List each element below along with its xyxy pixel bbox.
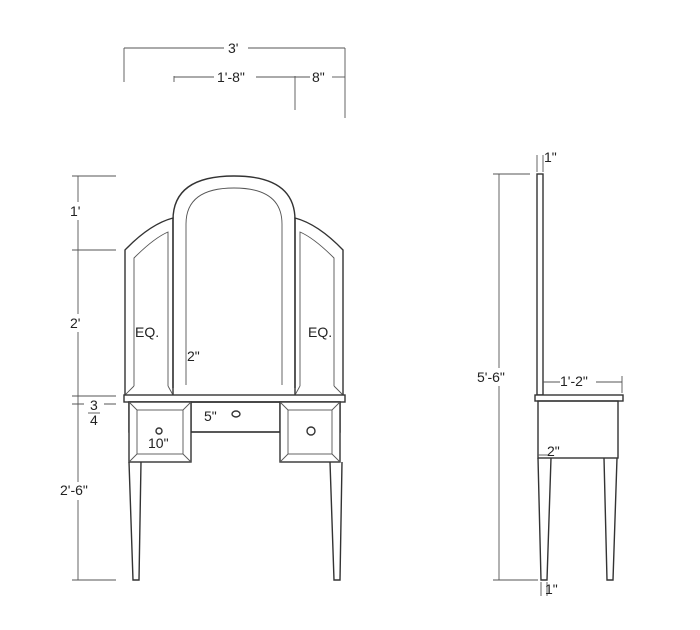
dim-top-width: 3' — [228, 40, 238, 56]
front-view — [123, 175, 346, 581]
right-leg — [329, 461, 343, 581]
side-dimensions: 5'-6" 1" 1'-2" 2" 1" — [476, 149, 623, 597]
dim-label-bg-1 — [66, 202, 90, 220]
label-eq-left: EQ. — [135, 324, 159, 340]
left-wing-bevel — [133, 231, 169, 386]
right-drawer — [279, 401, 341, 463]
right-wing-corner-1 — [333, 385, 344, 396]
dim-side-apron: 2" — [547, 443, 560, 459]
center-mirror-arch — [172, 175, 296, 388]
dim-label-bg-4 — [58, 482, 98, 500]
dim-table-height: 2'-6" — [60, 482, 88, 498]
dim-label-bg-2 — [66, 314, 90, 332]
center-drawer-knob — [231, 410, 241, 418]
side-leg-back — [603, 457, 618, 581]
side-table-top — [534, 394, 624, 402]
right-wing-bevel — [299, 231, 335, 386]
front-dimensions: 3' 1'-8" 8" 1' 2' 3 4 2'-6" EQ. EQ. 2" 5… — [58, 40, 346, 581]
dim-table-depth: 1'-2" — [560, 373, 588, 389]
left-drawer-inner — [136, 409, 184, 455]
left-drawer-bevel-4 — [182, 453, 192, 463]
dim-center-drawer-height: 5" — [204, 408, 217, 424]
table-top — [123, 394, 346, 403]
left-wing-corner-1 — [124, 385, 135, 396]
right-drawer-inner — [287, 409, 333, 455]
right-wing-corner-2 — [294, 385, 301, 396]
side-view — [534, 173, 624, 581]
right-drawer-bevel-1 — [279, 401, 289, 411]
dim-total-height: 5'-6" — [477, 369, 505, 385]
dim-side-width: 8" — [312, 69, 325, 85]
dim-center-width: 1'-8" — [217, 69, 245, 85]
left-leg — [128, 461, 142, 581]
left-wing-mirror — [124, 217, 174, 395]
right-drawer-bevel-3 — [279, 453, 289, 463]
right-drawer-knob — [306, 426, 316, 436]
dim-arch-height: 1' — [70, 203, 80, 219]
left-wing-corner-2 — [167, 385, 174, 396]
dim-drawer-width: 10" — [148, 435, 169, 451]
left-drawer-knob — [155, 427, 163, 435]
center-mirror-inner — [185, 187, 283, 385]
right-drawer-bevel-2 — [331, 401, 341, 411]
left-drawer-bevel-2 — [182, 401, 192, 411]
side-apron — [537, 400, 619, 459]
dim-mirror-height: 2' — [70, 315, 80, 331]
dim-top-thickness-4: 4 — [90, 412, 98, 428]
dim-side-label-bg — [476, 368, 520, 386]
left-drawer — [128, 401, 192, 463]
dim-top-thickness-3: 3 — [90, 397, 98, 413]
side-leg-front — [537, 457, 552, 581]
left-drawer-bevel-1 — [128, 401, 138, 411]
right-wing-mirror — [294, 217, 344, 395]
right-drawer-bevel-4 — [331, 453, 341, 463]
dim-frame-width: 2" — [187, 348, 200, 364]
label-eq-right: EQ. — [308, 324, 332, 340]
dim-panel-thickness: 1" — [544, 149, 557, 165]
dim-leg-bottom: 1" — [545, 581, 558, 597]
side-mirror-panel — [536, 173, 544, 396]
left-drawer-bevel-3 — [128, 453, 138, 463]
